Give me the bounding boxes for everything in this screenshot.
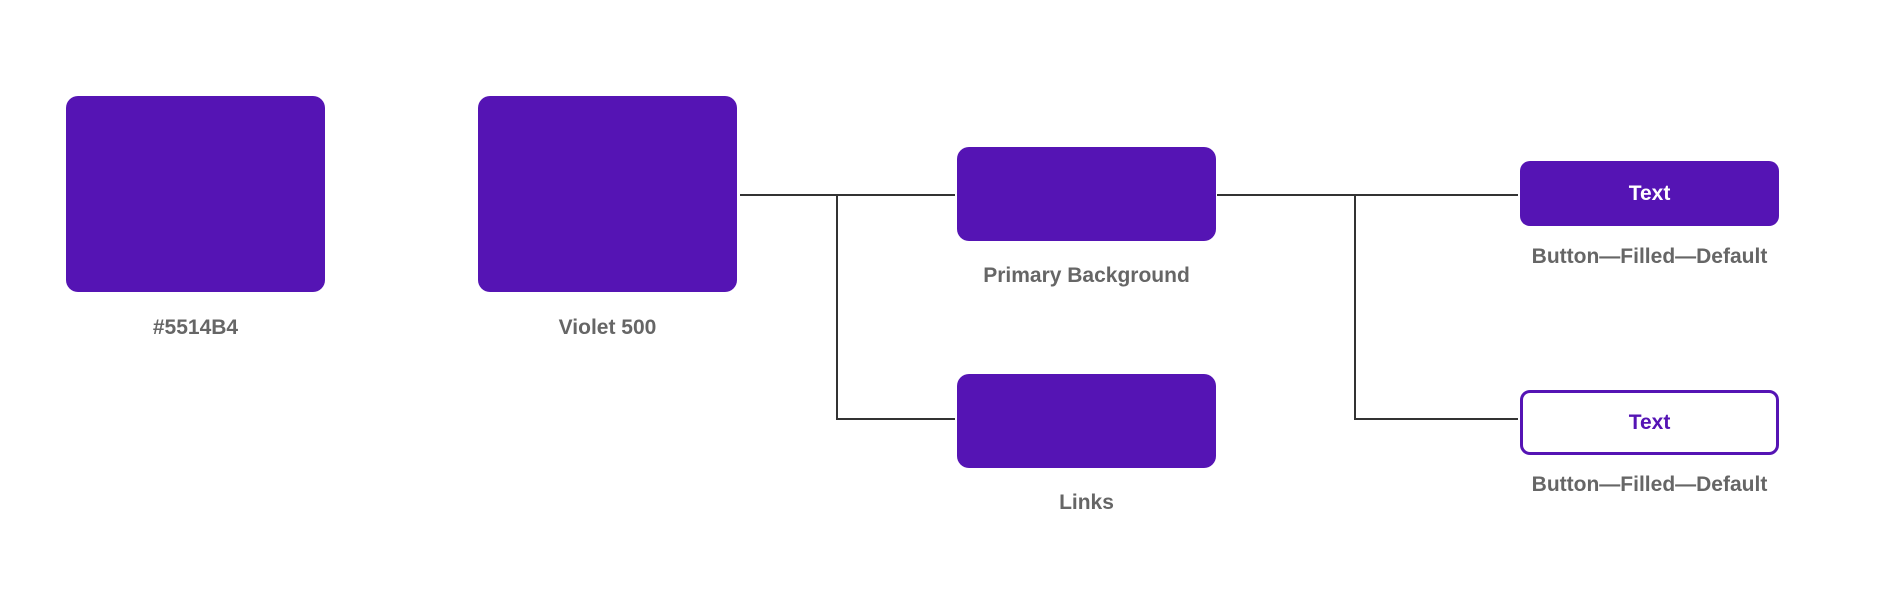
token-color-swatch	[478, 96, 737, 292]
connector-token-to-links	[836, 195, 955, 420]
outlined-button-caption: Button—Filled—Default	[1531, 473, 1768, 496]
filled-button-caption: Button—Filled—Default	[1531, 245, 1768, 268]
hex-color-swatch	[66, 96, 325, 292]
links-swatch	[957, 374, 1216, 468]
connector-primary-to-outlined-button	[1354, 195, 1518, 420]
hex-color-caption: #5514B4	[152, 316, 239, 339]
filled-button[interactable]: Text	[1520, 161, 1779, 226]
primary-background-swatch	[957, 147, 1216, 241]
token-color-caption: Violet 500	[558, 316, 657, 339]
outlined-button[interactable]: Text	[1520, 390, 1779, 455]
primary-background-caption: Primary Background	[983, 264, 1190, 287]
links-caption: Links	[1059, 491, 1114, 514]
filled-button-label: Text	[1628, 181, 1671, 205]
outlined-button-label: Text	[1628, 410, 1671, 434]
